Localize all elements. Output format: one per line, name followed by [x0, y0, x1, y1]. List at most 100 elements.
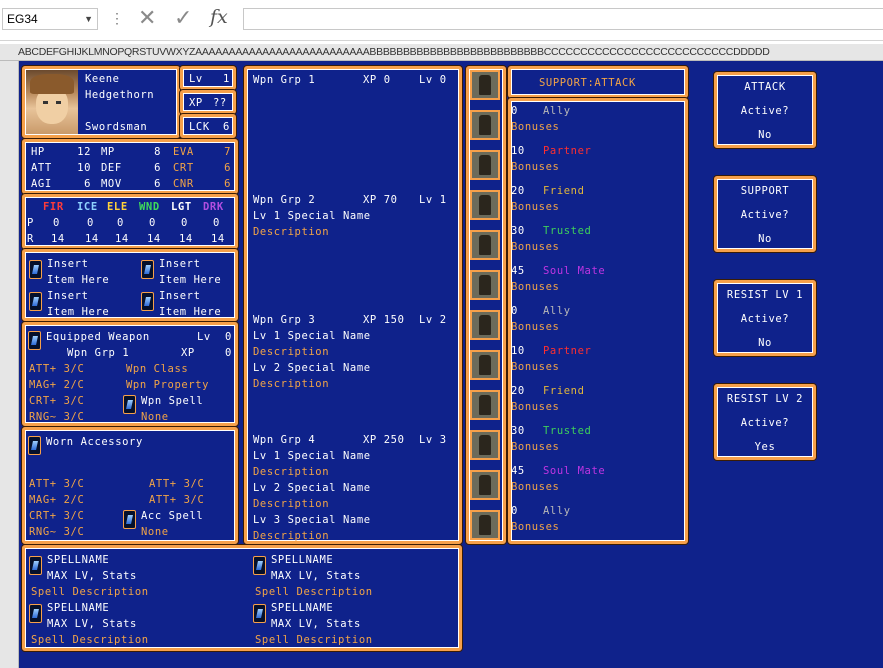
weapon-group-xp: XP 150: [363, 314, 405, 326]
enter-icon[interactable]: ✓: [174, 6, 193, 31]
support-portrait-icon: [470, 270, 500, 300]
weapon-group-line: Lv 1 Special Name: [253, 330, 371, 342]
support-portrait-icon: [470, 110, 500, 140]
accessory-icon: [28, 436, 41, 455]
chevron-down-icon[interactable]: ▼: [84, 14, 93, 24]
element-p-value: 0: [213, 217, 220, 229]
spell-name: SPELLNAME: [271, 602, 334, 614]
weapon-spell-value: None: [141, 411, 169, 423]
weapon-spell-icon: [123, 395, 136, 414]
weapon-group-name: Wpn Grp 2: [253, 194, 316, 206]
item-icon: [29, 292, 42, 311]
weapon-lv-label: Lv: [197, 331, 211, 343]
select-all-corner[interactable]: [0, 44, 19, 61]
accessory-spell-icon: [123, 510, 136, 529]
support-rank-number: 0: [511, 105, 518, 117]
support-portrait-icon: [470, 390, 500, 420]
row-headers[interactable]: [0, 61, 19, 668]
cancel-icon[interactable]: ✕: [138, 6, 157, 31]
support-portraits-panel: [466, 66, 506, 544]
weapon-group-name: Wpn Grp 1: [253, 74, 316, 86]
support-rank-name: Soul Mate: [543, 465, 606, 477]
status-box-question: Active?: [740, 105, 790, 117]
support-rank-name: Ally: [543, 505, 571, 517]
item-line1: Insert: [159, 290, 201, 302]
item-line1: Insert: [159, 258, 201, 270]
sheet-grid[interactable]: Keene Hedgethorn Swordsman Lv 1 XP ?? LC…: [19, 61, 883, 668]
element-r-value: 14: [115, 233, 129, 245]
status-box-value: No: [758, 337, 772, 349]
support-rank-name: Friend: [543, 185, 585, 197]
element-p-value: 0: [181, 217, 188, 229]
weapon-group-xp: XP 250: [363, 434, 405, 446]
status-box: SUPPORT Active? No: [714, 176, 816, 252]
element-r-value: 14: [179, 233, 193, 245]
support-portrait-icon: [470, 510, 500, 540]
stat-label: HP: [31, 146, 45, 158]
item-line1: Insert: [47, 290, 89, 302]
level-label: Lv: [189, 73, 203, 85]
formula-input[interactable]: [243, 8, 883, 30]
column-headers[interactable]: ABCDEFGHIJKLMNOPQRSTUVWXYZAAAAAAAAAAAAAA…: [18, 44, 883, 61]
more-options-icon[interactable]: ⋮: [110, 10, 124, 26]
accessory-spell: Acc Spell: [141, 510, 204, 522]
luck-value: 6: [223, 121, 230, 133]
formula-bar: EG34 ▼ ⋮ ✕ ✓ fx: [0, 0, 883, 41]
support-rank-number: 30: [511, 425, 525, 437]
support-rank-name: Partner: [543, 345, 592, 357]
spell-description: Spell Description: [255, 586, 373, 598]
level-value: 1: [223, 73, 230, 85]
support-bonuses: Bonuses: [511, 281, 560, 293]
stat-label: EVA: [173, 146, 194, 158]
support-rank-number: 45: [511, 465, 525, 477]
element-p-value: 0: [117, 217, 124, 229]
spell-stats: MAX LV, Stats: [47, 570, 137, 582]
insert-function-icon[interactable]: fx: [210, 6, 228, 28]
spell-icon: [29, 604, 42, 623]
element-r-value: 14: [51, 233, 65, 245]
weapon-stat: CRT+ 3/C: [29, 395, 85, 407]
accessory-stat: CRT+ 3/C: [29, 510, 85, 522]
element-r-value: 14: [85, 233, 99, 245]
stat-value: 6: [224, 162, 231, 174]
weapon-icon: [28, 331, 41, 350]
character-panel: Keene Hedgethorn Swordsman: [22, 66, 180, 138]
support-bonuses: Bonuses: [511, 241, 560, 253]
weapon-group-line: Description: [253, 226, 330, 238]
stat-value: 6: [224, 178, 231, 190]
support-bonuses: Bonuses: [511, 201, 560, 213]
spell-description: Spell Description: [255, 634, 373, 646]
weapon-group-line: Description: [253, 378, 330, 390]
element-header: DRK: [203, 201, 224, 213]
support-portrait-icon: [470, 230, 500, 260]
status-box-question: Active?: [740, 417, 790, 429]
name-box[interactable]: EG34 ▼: [2, 8, 98, 30]
support-rank-name: Soul Mate: [543, 265, 606, 277]
element-r-label: R: [27, 233, 34, 245]
status-box-value: No: [758, 233, 772, 245]
spell-icon: [29, 556, 42, 575]
weapon-group-xp: XP 70: [363, 194, 398, 206]
weapon-group-name: Wpn Grp 4: [253, 434, 316, 446]
weapon-panel: Equipped Weapon Lv 0 Wpn Grp 1 XP 0 ATT+…: [22, 322, 238, 426]
element-header: WND: [139, 201, 160, 213]
weapon-group-lv: Lv 0: [419, 74, 447, 86]
accessory-stat: ATT+ 3/C: [149, 494, 205, 506]
status-box-question: Active?: [740, 209, 790, 221]
stat-label: CRT: [173, 162, 194, 174]
weapon-group-line: Description: [253, 346, 330, 358]
weapon-group-line: Description: [253, 466, 330, 478]
character-portrait: [26, 70, 78, 134]
xp-box: XP ??: [180, 90, 236, 114]
support-bonuses: Bonuses: [511, 121, 560, 133]
spell-stats: MAX LV, Stats: [271, 570, 361, 582]
status-box-title: SUPPORT: [740, 185, 790, 197]
accessory-spell-value: None: [141, 526, 169, 538]
name-box-value: EG34: [7, 12, 38, 26]
support-portrait-icon: [470, 190, 500, 220]
item-line2: Item Here: [47, 274, 110, 286]
xp-label: XP: [189, 97, 203, 109]
support-title-box: SUPPORT:ATTACK: [508, 66, 688, 98]
